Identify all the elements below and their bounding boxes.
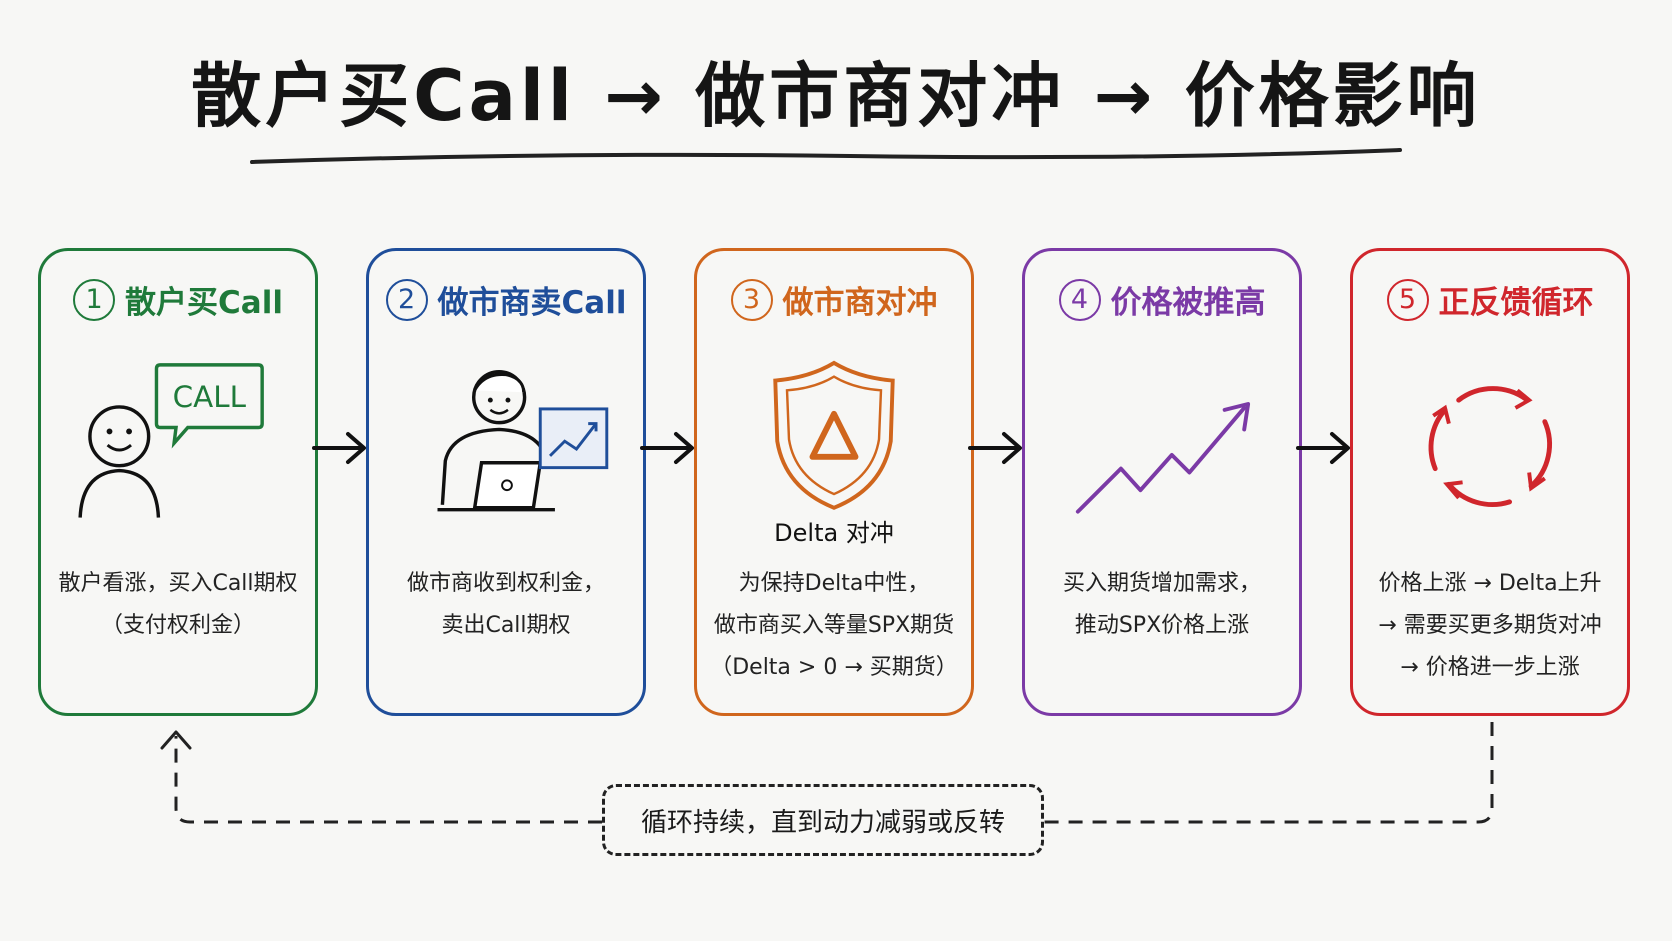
arrow-right-icon: [312, 432, 366, 464]
step-number-2: 2: [385, 278, 428, 321]
step-title-5: 正反馈循环: [1438, 285, 1594, 321]
step-heading-2: 2 做市商卖Call: [369, 277, 643, 322]
step-desc-4: 买入期货增加需求， 推动SPX价格上涨: [1062, 571, 1261, 638]
bubble-text: CALL: [173, 380, 247, 414]
step-heading-5: 5 正反馈循环: [1353, 277, 1627, 322]
step-title-2: 做市商卖Call: [437, 285, 627, 321]
step-title-1: 散户买Call: [125, 285, 283, 321]
step-card-3: 3 做市商对冲 Delta 对冲 为保持Delta中性， 做市商买入等量SPX期…: [694, 248, 974, 716]
step-heading-1: 1 散户买Call: [41, 277, 315, 322]
delta-shield-icon: [773, 360, 895, 510]
step-number-4: 4: [1058, 278, 1101, 321]
step-title-4: 价格被推高: [1110, 285, 1266, 321]
person-laptop-chart-icon: [437, 370, 609, 512]
step-number-1: 1: [73, 278, 116, 321]
arrow-right-icon: [968, 432, 1022, 464]
step-number-3: 3: [730, 278, 773, 321]
step-desc-5: 价格上涨 → Delta上升 → 需要买更多期货对冲 → 价格进一步上涨: [1378, 571, 1602, 680]
arrow-right-icon: [1296, 432, 1350, 464]
arrow-right-icon: [640, 432, 694, 464]
page-title: 散户买Call → 做市商对冲 → 价格影响: [191, 55, 1481, 137]
step-card-4: 4 价格被推高 买入期货增加需求， 推动SPX价格上涨: [1022, 248, 1302, 716]
step-heading-4: 4 价格被推高: [1025, 277, 1299, 322]
step-desc-1: 散户看涨，买入Call期权 （支付权利金）: [58, 571, 298, 638]
person-speech-bubble-icon: CALL: [78, 363, 264, 518]
title-underline: [250, 148, 1402, 164]
step-number-5: 5: [1386, 278, 1429, 321]
rising-trend-icon: [1075, 402, 1251, 514]
delta-hedge-caption: Delta 对冲: [774, 519, 894, 547]
step-desc-3: 为保持Delta中性， 做市商买入等量SPX期货 （Delta > 0 → 买期…: [710, 571, 958, 680]
step-heading-3: 3 做市商对冲: [697, 277, 971, 322]
step-card-1: 1 散户买Call CALL 散户看涨，买入Call期权 （支付权利金）: [38, 248, 318, 716]
loop-note: 循环持续，直到动力减弱或反转: [602, 784, 1044, 856]
step-card-5: 5 正反馈循环 价格上涨 → Delta上升 → 需要买更多期货对冲 → 价格进…: [1350, 248, 1630, 716]
step-desc-2: 做市商收到权利金， 卖出Call期权: [406, 571, 605, 638]
step-title-3: 做市商对冲: [782, 285, 938, 321]
step-card-2: 2 做市商卖Call 做市商收到权利金， 卖出Call期权: [366, 248, 646, 716]
cycle-arrows-icon: [1428, 386, 1552, 507]
